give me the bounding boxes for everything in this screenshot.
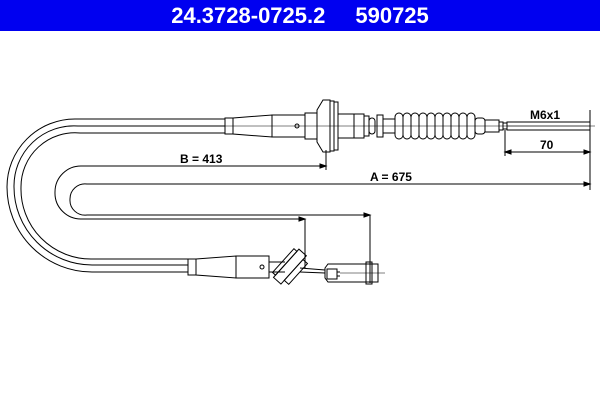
thread-length-label: 70 [540,138,554,152]
dimension-a-label: A = 675 [370,170,412,184]
thread-size-label: M6x1 [530,108,560,122]
inner-cable [299,267,326,271]
title-bar: 24.3728-0725.2 590725 [0,0,600,31]
dimension-a-line [69,110,592,283]
lower-ferrule [187,255,285,279]
reference-number: 590725 [355,2,429,28]
clevis-end [324,261,385,285]
lower-angled-grommet [271,247,309,286]
part-number: 24.3728-0725.2 [171,2,326,28]
dimension-b-label: B = 413 [180,152,223,166]
dimension-70-line [503,130,592,156]
cable-sheath [6,118,225,273]
dimension-b-line [54,150,328,268]
